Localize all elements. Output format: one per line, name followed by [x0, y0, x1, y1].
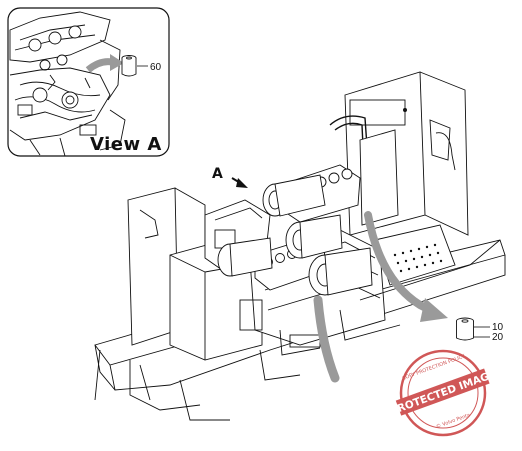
view-pointer-label: A — [212, 166, 223, 182]
view-a-caption: View A — [90, 134, 162, 155]
inset-engine-drawing — [9, 11, 126, 156]
callout-10: 10 — [492, 322, 504, 333]
callout-60: 60 — [150, 62, 162, 73]
protected-image-watermark: PROTECTED IMAGE COPY PROTECTION POLICY ©… — [388, 349, 498, 437]
grille-holes — [393, 243, 443, 273]
oil-filter-icon — [456, 317, 474, 341]
filter-location-arrow — [364, 211, 448, 322]
watermark-ring-text: COPY PROTECTION POLICY — [401, 353, 466, 382]
callout-20: 20 — [492, 332, 504, 343]
filter-cartridge-icon — [121, 55, 137, 77]
view-a-pointer: A — [212, 166, 248, 188]
air-intake-housings — [217, 174, 373, 296]
inset-view-a: 60 View A — [7, 7, 170, 157]
generator-set-drawing — [94, 71, 506, 421]
drain-direction-arrow — [313, 295, 340, 383]
